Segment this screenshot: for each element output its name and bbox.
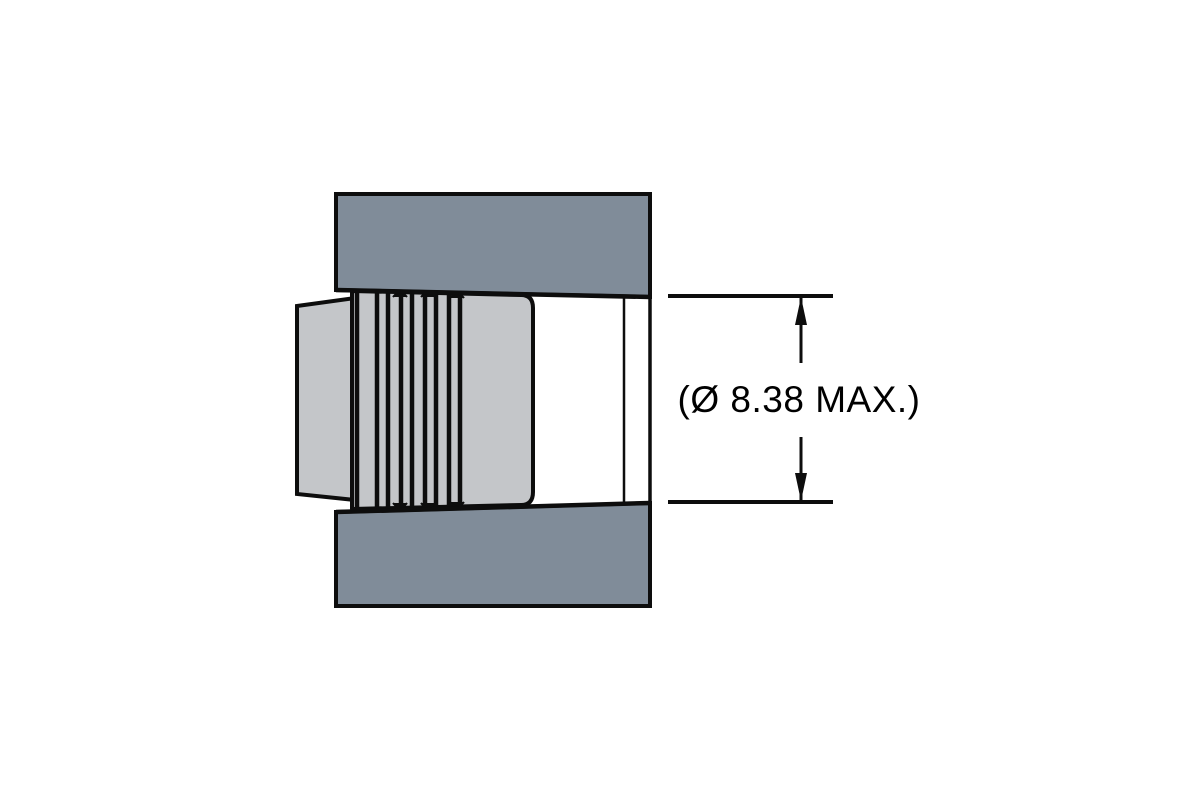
lower-housing-top-edge: [335, 500, 651, 515]
left-flange-shape: [295, 295, 357, 503]
upper-housing-block: [334, 192, 652, 300]
lower-housing-block: [334, 500, 652, 608]
left-flange: [295, 295, 357, 503]
upper-housing-block-shape: [334, 192, 652, 300]
bore-opening: [510, 296, 652, 504]
dimension-arrowhead-lower: [795, 473, 807, 501]
bore-opening-shape: [510, 296, 650, 504]
upper-housing-bottom-edge: [335, 287, 651, 300]
lower-housing-block-shape: [334, 500, 652, 608]
diameter-dimension: (Ø 8.38 MAX.): [668, 294, 921, 504]
dimension-label: (Ø 8.38 MAX.): [678, 379, 921, 420]
dimension-arrowhead-upper: [795, 297, 807, 325]
thread-root-arc-bottom: [392, 502, 408, 509]
housing-section-edges: [335, 287, 651, 515]
